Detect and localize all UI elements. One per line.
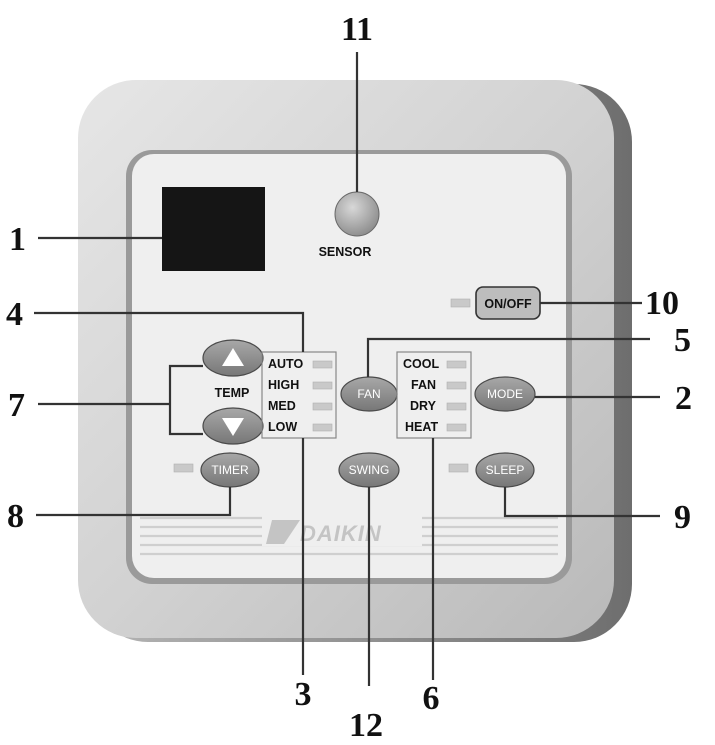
fan-speed-low-label: LOW bbox=[268, 420, 297, 434]
sensor-label: SENSOR bbox=[319, 245, 372, 259]
mode-button-label: MODE bbox=[487, 387, 523, 401]
fan-speed-high-led bbox=[312, 381, 333, 390]
mode-list: COOL FAN DRY HEAT bbox=[403, 357, 467, 434]
mode-heat-label: HEAT bbox=[405, 420, 438, 434]
mode-cool-label: COOL bbox=[403, 357, 439, 371]
temp-label: TEMP bbox=[215, 386, 250, 400]
fan-speed-auto-led bbox=[312, 360, 333, 369]
callout-4: 4 bbox=[6, 296, 23, 333]
mode-dry-label: DRY bbox=[410, 399, 437, 413]
mode-button[interactable] bbox=[474, 376, 536, 412]
leader-7-brace bbox=[168, 364, 203, 436]
swing-button-label: SWING bbox=[349, 463, 390, 477]
fan-speed-list: AUTO HIGH MED LOW bbox=[268, 357, 333, 434]
mode-fan-label: FAN bbox=[411, 378, 436, 392]
callout-6: 6 bbox=[423, 680, 440, 717]
fan-speed-indicator-box bbox=[261, 351, 337, 439]
arrow-up-icon bbox=[222, 348, 244, 366]
sleep-button-label: SLEEP bbox=[486, 463, 525, 477]
mode-dry-led bbox=[446, 402, 467, 411]
callout-1: 1 bbox=[9, 221, 26, 258]
mode-cool-led bbox=[446, 360, 467, 369]
callout-12: 12 bbox=[349, 707, 383, 744]
brand-name: DAIKIN bbox=[300, 521, 382, 546]
lcd-display bbox=[162, 187, 265, 271]
leader-9 bbox=[503, 487, 660, 518]
timer-led bbox=[173, 463, 194, 473]
callout-10: 10 bbox=[645, 285, 679, 322]
mode-fan-led bbox=[446, 381, 467, 390]
arrow-down-icon bbox=[222, 418, 244, 436]
fan-button-label: FAN bbox=[357, 387, 380, 401]
callout-11: 11 bbox=[341, 11, 373, 48]
leader-4 bbox=[34, 311, 305, 352]
mode-heat-led bbox=[446, 423, 467, 432]
callout-2: 2 bbox=[675, 380, 692, 417]
fan-speed-med-led bbox=[312, 402, 333, 411]
fan-speed-high-label: HIGH bbox=[268, 378, 299, 392]
timer-button-label: TIMER bbox=[211, 463, 249, 477]
leader-8 bbox=[36, 487, 232, 517]
fan-speed-auto-label: AUTO bbox=[268, 357, 303, 371]
callout-7: 7 bbox=[8, 387, 25, 424]
brand-logo-icon bbox=[266, 520, 300, 544]
fan-speed-low-led bbox=[312, 423, 333, 432]
sensor-icon bbox=[334, 191, 380, 237]
on-off-label: ON/OFF bbox=[484, 297, 532, 311]
leader-lines bbox=[34, 52, 660, 686]
callout-3: 3 bbox=[295, 676, 312, 713]
fan-speed-med-label: MED bbox=[268, 399, 296, 413]
leader-5 bbox=[366, 337, 650, 377]
on-off-led bbox=[450, 298, 471, 308]
sleep-led bbox=[448, 463, 469, 473]
callout-8: 8 bbox=[7, 498, 24, 535]
callout-9: 9 bbox=[674, 499, 691, 536]
callout-5: 5 bbox=[674, 322, 691, 359]
